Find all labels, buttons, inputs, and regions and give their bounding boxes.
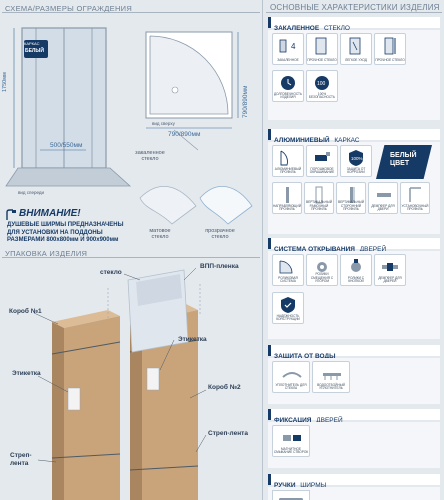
section-header-handles: РУЧКИ ШИРМЫ xyxy=(268,474,440,489)
column-separator xyxy=(262,0,263,500)
feature-cell: ДЕМПФЕР ДЛЯ ДВЕРЕЙ xyxy=(374,254,406,286)
warning-title: ВНИМАНИЕ! xyxy=(19,208,81,219)
feature-cell: ПРОЧНОЕ СТЕКЛО xyxy=(374,33,406,65)
feature-cell: УСТАНОВОЧНЫЙ ПРОФИЛЬ xyxy=(400,182,430,214)
feature-cell: ДОЛГОВЕЧНОСТЬ ИЗДЕЛИЯ xyxy=(272,70,304,102)
features-title: ОСНОВНЫЕ ХАРАКТЕРИСТИКИ ИЗДЕЛИЯ xyxy=(270,3,440,12)
feature-cell: РОЛИКОВАЯ СИСТЕМА xyxy=(272,254,304,286)
pack-label1: Этикетка xyxy=(12,370,41,377)
feature-cell: ПОРОШКОВОЕ ОКРАШИВАНИЕ xyxy=(306,145,338,177)
depth-dimension: 790/890мм xyxy=(242,85,249,118)
white-color-badge xyxy=(376,145,432,179)
svg-text:100: 100 xyxy=(317,81,326,87)
feature-cell: МАГНИТНОЕ СМЫКАНИЕ СТВОРОК xyxy=(272,425,310,457)
section-header-water: ЗАЩИТА ОТ ВОДЫ xyxy=(268,345,440,360)
glass-clear-label: прозрачное стекло xyxy=(205,228,235,240)
feature-cell: ЛЕГКОЕ УХОД xyxy=(340,33,372,65)
feature-cell: АЛЮМИНИЕВЫЙ ПРОФИЛЬ xyxy=(272,145,304,177)
front-view-label: вид спереди xyxy=(18,190,45,195)
height-dimension: 1750мм xyxy=(2,72,8,92)
svg-text:4: 4 xyxy=(291,42,296,51)
feature-cell: ВЕРТИКАЛЬНЫЙ РАМОЧНЫЙ ПРОФИЛЬ xyxy=(304,182,334,214)
warning-text: ДУШЕВЫЕ ШИРМЫ ПРЕДНАЗНАЧЕНЫ ДЛЯ УСТАНОВК… xyxy=(7,222,124,243)
feature-cell: НАДЕЖНОСТЬ КОНСТРУКЦИИ xyxy=(272,292,304,324)
divider xyxy=(266,12,442,13)
feature-cell: НАПРАВЛЯЮЩИЙ ПРОФИЛЬ xyxy=(272,182,302,214)
svg-text:100%: 100% xyxy=(351,156,363,161)
scheme-title: СХЕМА/РАЗМЕРЫ ОГРАЖДЕНИЯ xyxy=(5,4,133,13)
feature-cell: РОЛИКИ СМЕЩЕНИЯ С УПОРОМ xyxy=(306,254,338,286)
door-dimension: 500/550мм xyxy=(50,142,83,149)
frame-color: БЕЛЫЙ xyxy=(25,48,44,54)
pack-strap1-label: Стреп-лента xyxy=(10,452,32,467)
white-color-label: БЕЛЫЙ ЦВЕТ xyxy=(390,152,417,167)
frame-label: КАРКАС xyxy=(24,41,40,46)
divider xyxy=(2,257,260,258)
feature-cell: УПЛОТНИТЕЛЬ ДЛЯ СТЕКЛА xyxy=(272,361,310,393)
section-body xyxy=(268,487,440,500)
pack-title: УПАКОВКА ИЗДЕЛИЯ xyxy=(5,249,88,258)
feature-cell: ВЕРТИКАЛЬНЫЙ СТОРОННИЙ ПРОФИЛЬ xyxy=(336,182,366,214)
pack-glass-label: стекло xyxy=(100,269,122,276)
width-dimension: 790/890мм xyxy=(168,131,201,138)
pack-box1-label: Короб №1 xyxy=(9,308,42,315)
feature-cell: ПРОЧНОЕ СТЕКЛО xyxy=(306,33,338,65)
packaging-drawing xyxy=(33,267,207,500)
shower-icon xyxy=(4,208,18,222)
feature-cell: РОЛИКИ С КНОПКОЙ xyxy=(340,254,372,286)
feature-cell: ДЕМПФЕР ДЛЯ ДВЕРИ xyxy=(368,182,398,214)
divider xyxy=(2,12,260,13)
frame-badge xyxy=(24,40,48,58)
section-header-frame: АЛЮМИНИЕВЫЙ КАРКАС xyxy=(268,129,440,144)
pack-film-label: ВПП-пленка xyxy=(200,263,239,270)
section-header-glass: ЗАКАЛЕННОЕ СТЕКЛО xyxy=(268,17,440,32)
scheme-drawing xyxy=(5,27,253,225)
pack-label2: Этикетка xyxy=(178,336,207,343)
section-header-opening: СИСТЕМА ОТКРЫВАНИЯ ДВЕРЕЙ xyxy=(268,238,440,253)
pack-strap2-label: Стреп-лента xyxy=(208,430,248,437)
section-header-fixation: ФИКСАЦИЯ ДВЕРЕЙ xyxy=(268,409,440,424)
top-view-label: вид сверху xyxy=(152,121,175,126)
tempered-glass-label: закаленное стекло xyxy=(135,150,165,162)
pack-box2-label: Короб №2 xyxy=(208,384,241,391)
handle-icon xyxy=(272,490,310,500)
feature-cell: ВОДООТБОЙНЫЙ УПЛОТНИТЕЛЬ xyxy=(312,361,350,393)
feature-cell: 100%ЗАЩИТА ОТ КОРРОЗИИ xyxy=(340,145,372,177)
glass-matte-label: матовое стекло xyxy=(149,228,171,240)
